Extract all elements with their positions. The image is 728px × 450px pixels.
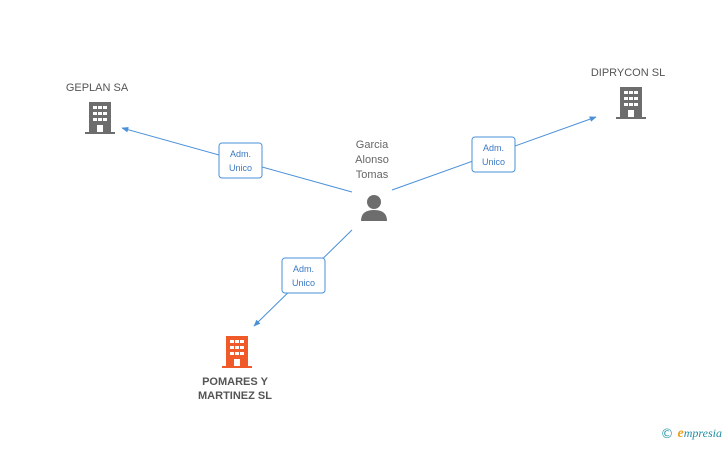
node-person[interactable]: Garcia Alonso Tomas <box>355 139 389 221</box>
node-geplan[interactable]: GEPLAN SA <box>66 82 129 134</box>
node-diprycon[interactable]: DIPRYCON SL <box>591 67 665 119</box>
brand-name-rest: mpresia <box>683 426 722 440</box>
person-name-line3: Tomas <box>356 169 389 181</box>
footer: © empresia <box>661 426 722 442</box>
role-box-geplan[interactable]: Adm. Unico <box>218 142 263 179</box>
brand-first-letter: e <box>677 426 684 441</box>
company-label-line1: POMARES Y <box>202 376 268 388</box>
role-line1: Adm. <box>230 149 251 159</box>
role-box-pomares[interactable]: Adm. Unico <box>281 257 326 294</box>
role-line1: Adm. <box>483 143 504 153</box>
company-label: DIPRYCON SL <box>591 67 665 79</box>
role-line1: Adm. <box>293 264 314 274</box>
role-line2: Unico <box>292 278 315 288</box>
copyright-symbol: © <box>660 426 674 442</box>
company-label: GEPLAN SA <box>66 82 129 94</box>
company-label-line2: MARTINEZ SL <box>198 390 272 402</box>
person-icon <box>361 195 387 221</box>
role-line2: Unico <box>482 157 505 167</box>
building-icon <box>616 87 646 119</box>
node-pomares[interactable]: POMARES Y MARTINEZ SL <box>198 336 272 402</box>
building-icon <box>85 102 115 134</box>
brand-logo[interactable]: empresia <box>678 426 722 442</box>
person-name-line2: Alonso <box>355 154 389 166</box>
role-box-diprycon[interactable]: Adm. Unico <box>471 136 516 173</box>
role-line2: Unico <box>229 163 252 173</box>
building-icon <box>222 336 252 368</box>
person-name-line1: Garcia <box>356 139 389 151</box>
